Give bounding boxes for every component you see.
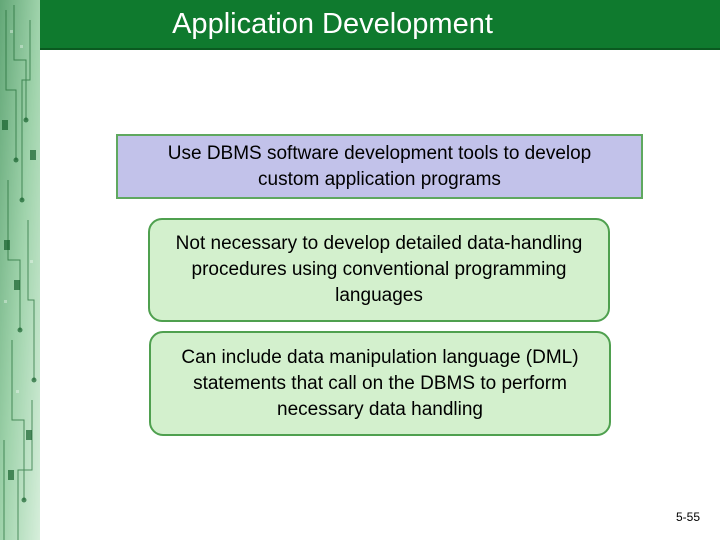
content-box-dbms-tools: Use DBMS software development tools to d… [116, 134, 643, 199]
title-bar: Application Development [40, 0, 720, 50]
content-box-text: Use DBMS software development tools to d… [167, 142, 592, 190]
content-box-not-necessary: Not necessary to develop detailed data-h… [148, 218, 610, 322]
content-box-text: Not necessary to develop detailed data-h… [175, 233, 583, 306]
content-box-dml-statements: Can include data manipulation language (… [149, 331, 611, 436]
page-number: 5-55 [675, 510, 700, 524]
content-box-text: Can include data manipulation language (… [181, 346, 579, 420]
page-title: Application Development [172, 8, 493, 40]
decorative-circuit-strip [0, 0, 40, 540]
circuit-pattern-icon [0, 0, 40, 540]
